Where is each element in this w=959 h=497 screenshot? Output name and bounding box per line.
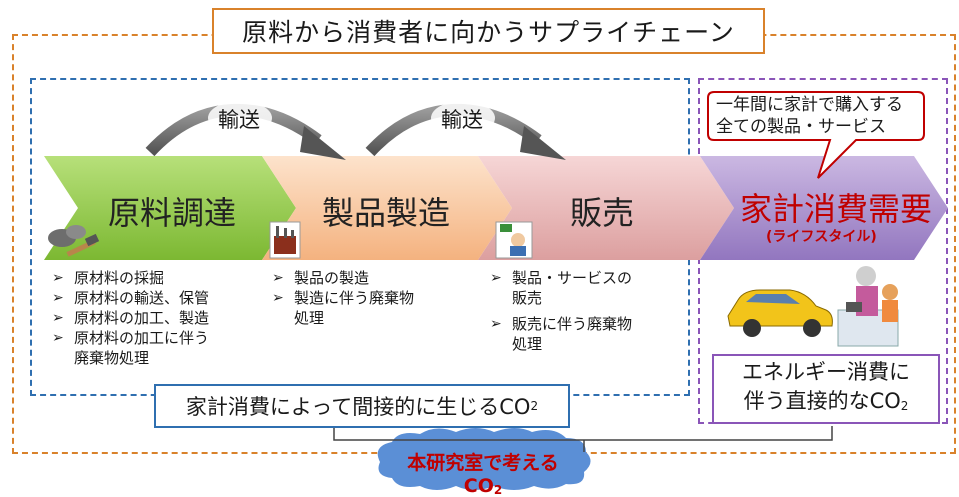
indirect-co2-text: 家計消費によって間接的に生じるCO xyxy=(185,395,531,419)
list-item-continuation: 処理 xyxy=(294,309,325,327)
list-item: 製品の製造 xyxy=(272,268,414,288)
stage-label-3: 販売 xyxy=(570,194,635,232)
diagram-title: 原料から消費者に向かうサプライチェーン xyxy=(212,8,765,54)
stage-2-bullets: 製品の製造 製造に伴う廃棄物 処理 xyxy=(272,268,414,328)
transport-label-bg-2 xyxy=(431,101,495,135)
callout-line-1: 一年間に家計で購入する xyxy=(716,95,903,115)
list-item-continuation: 販売 xyxy=(512,289,543,307)
list-item: 製造に伴う廃棄物 xyxy=(272,288,414,308)
car-icon xyxy=(727,289,833,337)
scope-bracket xyxy=(333,426,833,452)
transport-label-2: 輸送 xyxy=(441,108,483,132)
transport-arrow-1-head xyxy=(300,126,346,160)
stage-label-1: 原料調達 xyxy=(108,194,237,232)
factory-icon xyxy=(269,221,301,259)
list-item-continuation: 廃棄物処理 xyxy=(74,349,150,367)
list-item: 原材料の加工、製造 xyxy=(52,308,209,328)
family-cooking-icon xyxy=(837,266,899,347)
cloud-shape xyxy=(377,428,591,490)
tools-icon xyxy=(48,225,100,257)
list-item: 原材料の採掘 xyxy=(52,268,209,288)
callout-line-2: 全ての製品・サービス xyxy=(716,117,886,137)
stage-chevron-2 xyxy=(262,156,512,260)
stage-chevron-4 xyxy=(700,156,948,260)
indirect-co2-subscript: 2 xyxy=(530,399,539,413)
stage-chevron-3 xyxy=(478,156,734,260)
list-item-continuation: 処理 xyxy=(512,335,543,353)
transport-label-1: 輸送 xyxy=(218,108,260,132)
transport-label-bg-1 xyxy=(208,101,272,135)
list-item: 販売に伴う廃棄物 xyxy=(490,314,632,334)
direct-co2-line-1: エネルギー消費に xyxy=(742,359,910,384)
household-label: 家計消費需要 xyxy=(740,190,933,228)
stage-3-bullets: 製品・サービスの 販売 販売に伴う廃棄物 処理 xyxy=(490,268,632,354)
direct-co2-subscript: 2 xyxy=(900,398,909,413)
list-item: 原材料の輸送、保管 xyxy=(52,288,209,308)
transport-arrow-2-head xyxy=(520,126,566,160)
cashier-icon xyxy=(495,221,533,259)
cloud-subscript: 2 xyxy=(493,483,503,497)
stage-label-2: 製品製造 xyxy=(322,194,451,232)
direct-co2-box: エネルギー消費に 伴う直接的なCO2 xyxy=(712,354,940,424)
stage-1-bullets: 原材料の採掘 原材料の輸送、保管 原材料の加工、製造 原材料の加工に伴う 廃棄物… xyxy=(52,268,209,368)
direct-co2-line-2: 伴う直接的なCO xyxy=(743,388,901,413)
cloud-text: 本研究室で考えるCO xyxy=(407,452,559,497)
list-item: 原材料の加工に伴う xyxy=(52,328,209,348)
household-sublabel: (ライフスタイル) xyxy=(766,229,877,245)
stage-chevron-1 xyxy=(44,156,296,260)
callout-bubble xyxy=(707,91,925,179)
direct-co2-line-2-wrap: 伴う直接的なCO2 xyxy=(744,387,909,421)
list-item: 製品・サービスの xyxy=(490,268,632,288)
